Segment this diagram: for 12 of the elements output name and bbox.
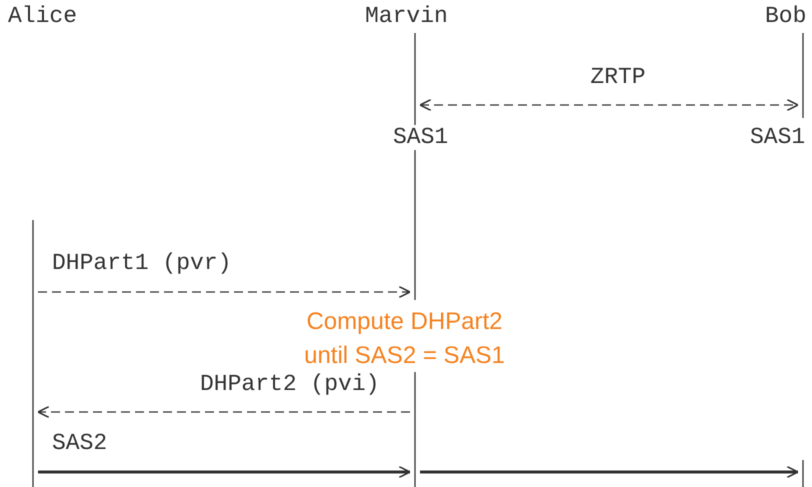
participant-name: Bob — [765, 3, 806, 29]
arrow — [37, 406, 410, 418]
participant-name: Alice — [8, 3, 78, 29]
participant-name: Marvin — [365, 3, 448, 29]
sas-value: SAS1 — [750, 124, 806, 150]
sas-value: SAS2 — [52, 430, 108, 456]
arrow — [38, 286, 411, 298]
sas-value: SAS1 — [393, 124, 448, 150]
note-text: Compute DHPart2 until SAS2 = SAS1 — [303, 307, 506, 371]
arrow — [419, 98, 799, 112]
arrow — [420, 466, 799, 478]
arrow — [38, 466, 411, 478]
